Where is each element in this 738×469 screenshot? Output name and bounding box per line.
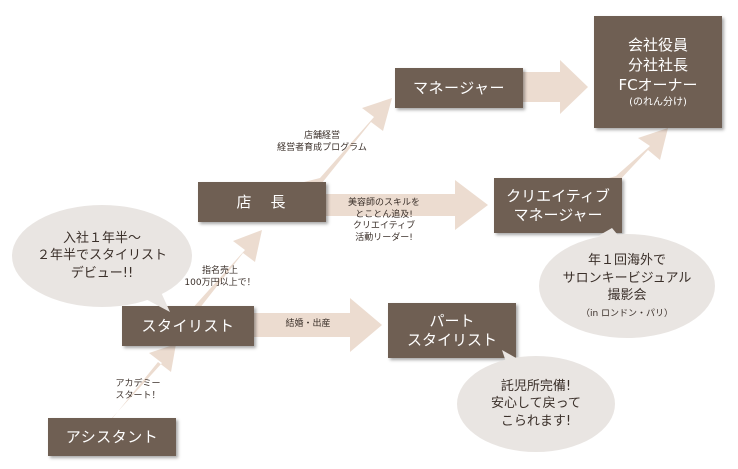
childcare-bubble-text: 託児所完備! 安心して戻って こられます! — [491, 378, 581, 429]
debut-bubble-tail — [138, 290, 170, 312]
creative-manager-box: クリエイティブ マネージャー — [494, 178, 622, 233]
assistant-box: アシスタント — [48, 418, 176, 456]
executive-box: 会社役員 分社社長 FCオーナー (のれん分け) — [594, 16, 722, 128]
stylist-box: スタイリスト — [122, 306, 254, 346]
arrow-store-to-manager — [300, 98, 392, 183]
debut-bubble: 入社１年半～ ２年半でスタイリスト デビュー!! — [12, 205, 192, 307]
store-manager-box: 店 長 — [198, 182, 326, 222]
arrow-stylist-to-manager — [177, 230, 262, 318]
manager-box: マネージャー — [395, 68, 523, 108]
childcare-bubble: 託児所完備! 安心して戻って こられます! — [457, 356, 615, 452]
store-management-note: 店舗経営 経営者育成プログラム — [277, 131, 367, 153]
executive-subtitle: (のれん分け) — [629, 96, 687, 108]
marriage-birth-note: 結婚・出産 — [285, 319, 331, 329]
part-stylist-box: パート スタイリスト — [388, 303, 516, 358]
nomination-note: 指名売上 100万円以上で！ — [184, 266, 256, 288]
academy-start-note: アカデミー スタート！ — [115, 379, 161, 401]
overseas-bubble-subtext: （in ロンドン・パリ） — [580, 308, 674, 319]
beauty-skills-note: 美容師のスキルを とことん追及! クリエイティブ 活動リーダー! — [347, 198, 420, 244]
arrow-assistant-to-stylist — [101, 344, 176, 420]
executive-title: 会社役員 分社社長 FCオーナー — [618, 35, 698, 95]
arrow-store-to-creative — [325, 180, 488, 230]
overseas-bubble-text: 年１回海外で サロンキービジュアル 撮影会 — [562, 253, 692, 304]
arrow-creative-to-executive — [595, 128, 668, 182]
arrow-manager-to-executive — [520, 60, 588, 114]
debut-bubble-text: 入社１年半～ ２年半でスタイリスト デビュー!! — [36, 230, 167, 281]
arrow-stylist-to-part — [250, 298, 382, 352]
overseas-bubble: 年１回海外で サロンキービジュアル 撮影会 （in ロンドン・パリ） — [539, 234, 715, 338]
